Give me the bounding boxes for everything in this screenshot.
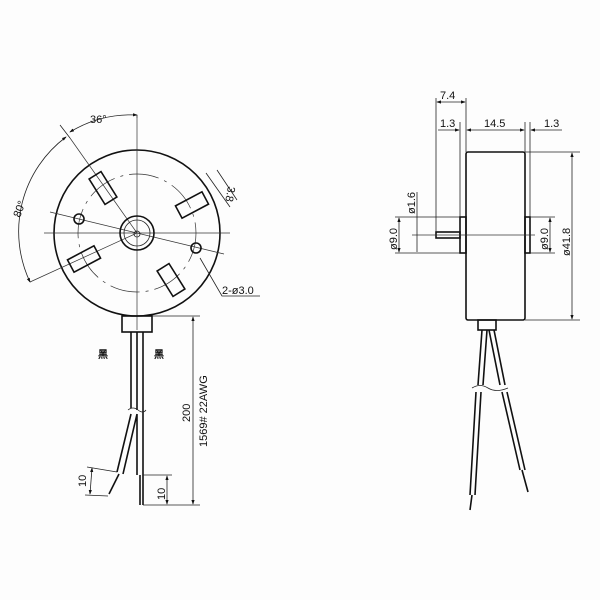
mount-hole-right <box>190 242 202 254</box>
angle-80-label: 80° <box>12 199 29 219</box>
boss-dia-left-label: ø9.0 <box>388 228 400 250</box>
wire-color-left: 黑 <box>98 349 108 361</box>
angle-36-label: 36° <box>90 114 107 126</box>
side-view: 7.4 1.3 14.5 1.3 ø9.0 ø1.6 ø9.0 ø41.8 <box>388 90 580 511</box>
front-view: 36° 80° 3.8 2-ø3.0 黑 黑 200 1569# 22AWG 1… <box>12 113 260 506</box>
boss-left-label: 1.3 <box>440 118 455 130</box>
boss-right-label: 1.3 <box>544 118 559 130</box>
wire-color-right: 黑 <box>154 349 164 361</box>
body-dia-label: ø41.8 <box>561 228 573 256</box>
shaft-length-label: 7.4 <box>440 90 455 102</box>
shaft-dia-label: ø1.6 <box>406 192 418 214</box>
strip-right-label: 10 <box>156 488 168 500</box>
boss-dia-right-label: ø9.0 <box>539 228 551 250</box>
side-wire-outlet <box>477 319 497 331</box>
lead-length-label: 200 <box>181 404 193 422</box>
wire-spec-label: 1569# 22AWG <box>198 375 210 447</box>
side-lead-wires <box>469 329 529 511</box>
terminal-slots <box>66 170 210 298</box>
slot-width-label: 3.8 <box>222 185 236 202</box>
strip-left-label: 10 <box>77 475 89 487</box>
body-width-label: 14.5 <box>484 118 505 130</box>
shaft-icon <box>133 230 141 238</box>
hub <box>119 215 155 251</box>
mount-hole-left <box>73 213 85 225</box>
lead-wires <box>108 332 144 505</box>
motor-body <box>465 151 526 321</box>
holes-label: 2-ø3.0 <box>222 285 254 297</box>
